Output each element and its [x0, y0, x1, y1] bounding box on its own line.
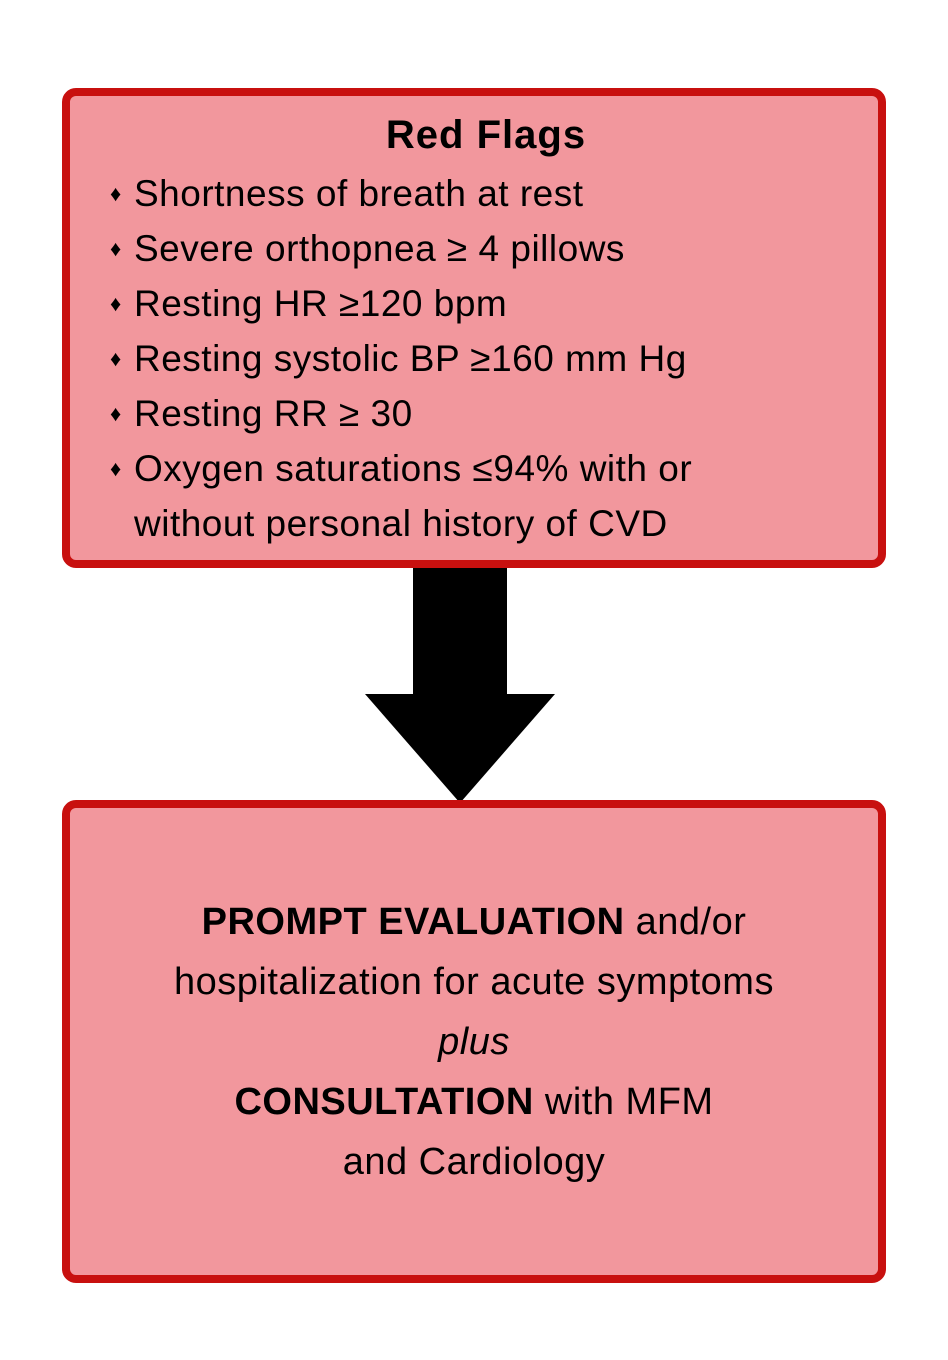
plus-text: plus	[438, 1020, 510, 1063]
bullet-text: Resting RR ≥ 30	[134, 393, 413, 434]
recommendation-line-2: hospitalization for acute symptoms	[174, 960, 774, 1003]
diamond-bullet-icon: ♦	[110, 456, 122, 481]
red-flags-list: ♦ Shortness of breath at rest ♦ Severe o…	[110, 166, 862, 551]
list-item: ♦ Shortness of breath at rest	[110, 166, 862, 221]
recommendation-line-1: PROMPT EVALUATION and/or	[88, 892, 860, 952]
red-flags-box: Red Flags ♦ Shortness of breath at rest …	[62, 88, 886, 568]
diamond-bullet-icon: ♦	[110, 236, 122, 261]
consultation-text: CONSULTATION	[234, 1080, 534, 1123]
list-item: ♦ Oxygen saturations ≤94% with or withou…	[110, 441, 862, 551]
prompt-evaluation-text: PROMPT EVALUATION	[201, 900, 625, 943]
diamond-bullet-icon: ♦	[110, 401, 122, 426]
down-arrow-shape	[365, 566, 555, 803]
list-item: ♦ Severe orthopnea ≥ 4 pillows	[110, 221, 862, 276]
list-item: ♦ Resting systolic BP ≥160 mm Hg	[110, 331, 862, 386]
recommendation-line-5: and Cardiology	[342, 1140, 606, 1183]
list-item: ♦ Resting RR ≥ 30	[110, 386, 862, 441]
bullet-text: Resting HR ≥120 bpm	[134, 283, 508, 324]
list-item: ♦ Resting HR ≥120 bpm	[110, 276, 862, 331]
diamond-bullet-icon: ♦	[110, 346, 122, 371]
bullet-text: Oxygen saturations ≤94% with or without …	[134, 448, 693, 544]
and-or-text: and/or	[624, 900, 747, 943]
bullet-text: Shortness of breath at rest	[134, 173, 584, 214]
down-arrow	[365, 566, 555, 803]
bullet-text: Severe orthopnea ≥ 4 pillows	[134, 228, 625, 269]
diamond-bullet-icon: ♦	[110, 181, 122, 206]
diamond-bullet-icon: ♦	[110, 291, 122, 316]
with-mfm-text: with MFM	[533, 1080, 714, 1123]
down-arrow-icon	[365, 566, 555, 803]
red-flags-title: Red Flags	[385, 113, 587, 157]
bullet-text: Resting systolic BP ≥160 mm Hg	[134, 338, 687, 379]
recommendation-box: PROMPT EVALUATION and/or hospitalization…	[62, 800, 886, 1283]
recommendation-line-4: CONSULTATION with MFM	[88, 1072, 860, 1132]
